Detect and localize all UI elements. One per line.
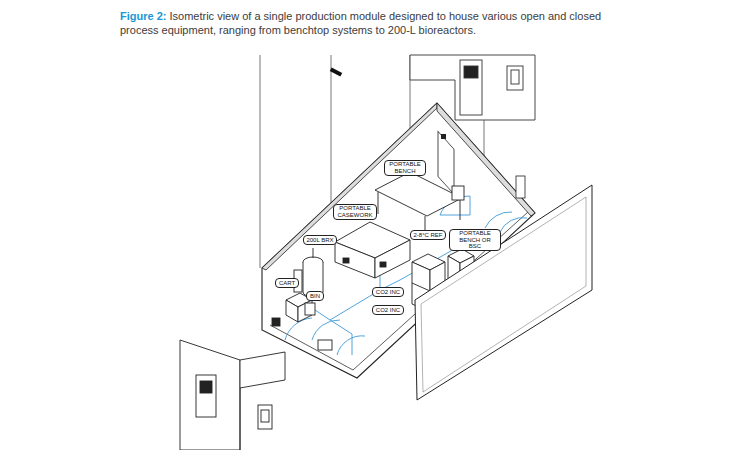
callout-tag: CART — [275, 278, 298, 288]
tag-text: PORTABLE BENCH — [388, 161, 423, 174]
callout-tag: PORTABLE CASEWORK — [333, 204, 377, 220]
callout-tag: CO2 INC — [372, 287, 403, 297]
tag-text: CO2 INC — [376, 289, 400, 296]
lower-module — [180, 340, 285, 450]
callout-tag: PORTABLE BENCH — [384, 160, 426, 176]
callout-tag: 200L BRX — [303, 235, 337, 245]
callout-tag: BIN — [306, 291, 323, 301]
tag-text: 2-8°C REF — [413, 232, 442, 239]
caption-text: Isometric view of a single production mo… — [120, 10, 601, 36]
tag-text: BIN — [310, 293, 320, 300]
ceiling-mark — [330, 67, 342, 76]
tag-text: CO2 INC — [376, 307, 400, 314]
tag-text: PORTABLE BENCH OR BSC — [453, 230, 498, 250]
caption-block: Figure 2:Isometric view of a single prod… — [120, 9, 640, 37]
callout-tag: PORTABLE BENCH OR BSC — [449, 229, 501, 252]
tag-text: PORTABLE CASEWORK — [337, 205, 374, 218]
tag-text: CART — [279, 280, 295, 287]
glass-panel-inner — [421, 197, 586, 392]
callout-tag: CO2 INC — [372, 305, 403, 315]
figure-number: Figure 2: — [120, 10, 166, 22]
tag-text: 200L BRX — [306, 237, 333, 244]
callout-tag: 2-8°C REF — [410, 230, 446, 240]
glass-panel — [415, 185, 592, 400]
